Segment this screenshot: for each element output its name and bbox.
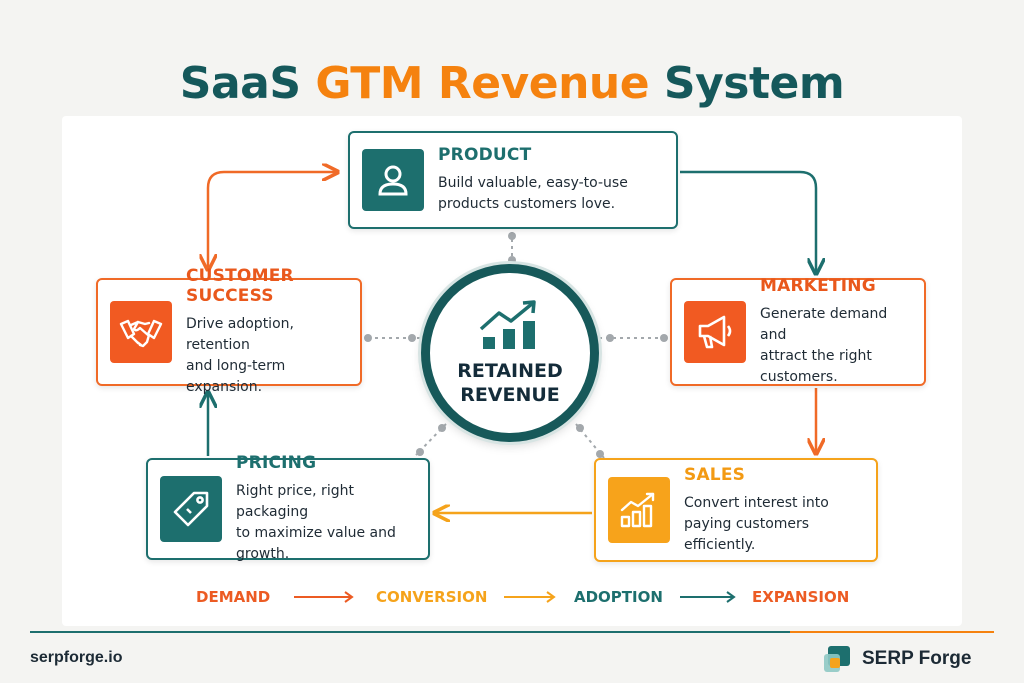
arrow-product-to-marketing [680, 170, 816, 272]
footer-rule-orange [790, 631, 994, 633]
pricing-description: Right price, right packaging to maximize… [236, 483, 396, 562]
card-marketing: MARKETING Generate demand and attract th… [670, 276, 926, 386]
marketing-description: Generate demand and attract the right cu… [760, 306, 888, 385]
customer-success-description: Drive adoption, retention and long-term … [186, 316, 294, 395]
card-sales: SALES Convert interest into paying custo… [594, 458, 878, 562]
footer-rule-teal [30, 631, 790, 633]
handshake-icon [110, 301, 172, 363]
marketing-heading: MARKETING [760, 276, 876, 296]
card-customer-success: CUSTOMER SUCCESS Drive adoption, retenti… [96, 266, 362, 395]
growth-chart-icon [479, 300, 536, 349]
retained-revenue-hub: RETAINED REVENUE [421, 264, 599, 442]
megaphone-icon [684, 301, 746, 363]
brand-name: SERP Forge [862, 648, 972, 669]
flow-step-expansion: EXPANSION [752, 588, 850, 606]
flow-arrow-2 [504, 591, 556, 603]
product-heading: PRODUCT [438, 145, 532, 165]
bar-chart-icon [608, 477, 670, 543]
page-title: SaaS GTM Revenue System [0, 58, 1024, 109]
title-part-2: GTM Revenue [315, 58, 650, 109]
title-part-1: SaaS [179, 58, 301, 109]
pricing-heading: PRICING [236, 453, 317, 473]
flow-arrow-1 [294, 591, 354, 603]
site-url[interactable]: serpforge.io [30, 649, 123, 666]
title-part-3: System [663, 58, 845, 109]
card-product: PRODUCT Build valuable, easy-to-use prod… [348, 131, 678, 229]
sales-heading: SALES [684, 464, 746, 485]
flow-step-adoption: ADOPTION [574, 588, 663, 606]
flow-step-conversion: CONVERSION [376, 588, 488, 606]
arrow-cs-to-product [208, 172, 336, 268]
serp-forge-logo-icon [824, 646, 850, 672]
flow-arrow-3 [680, 591, 736, 603]
customer-success-heading: CUSTOMER SUCCESS [186, 266, 294, 306]
user-icon [362, 149, 424, 211]
flow-step-demand: DEMAND [196, 588, 271, 606]
card-pricing: PRICING Right price, right packaging to … [146, 453, 430, 562]
brand-logo: SERP Forge [822, 644, 971, 674]
hub-label: RETAINED REVENUE [457, 360, 563, 406]
price-tag-icon [160, 476, 222, 542]
sales-description: Convert interest into paying customers e… [684, 494, 829, 553]
product-description: Build valuable, easy-to-use products cus… [438, 175, 628, 212]
